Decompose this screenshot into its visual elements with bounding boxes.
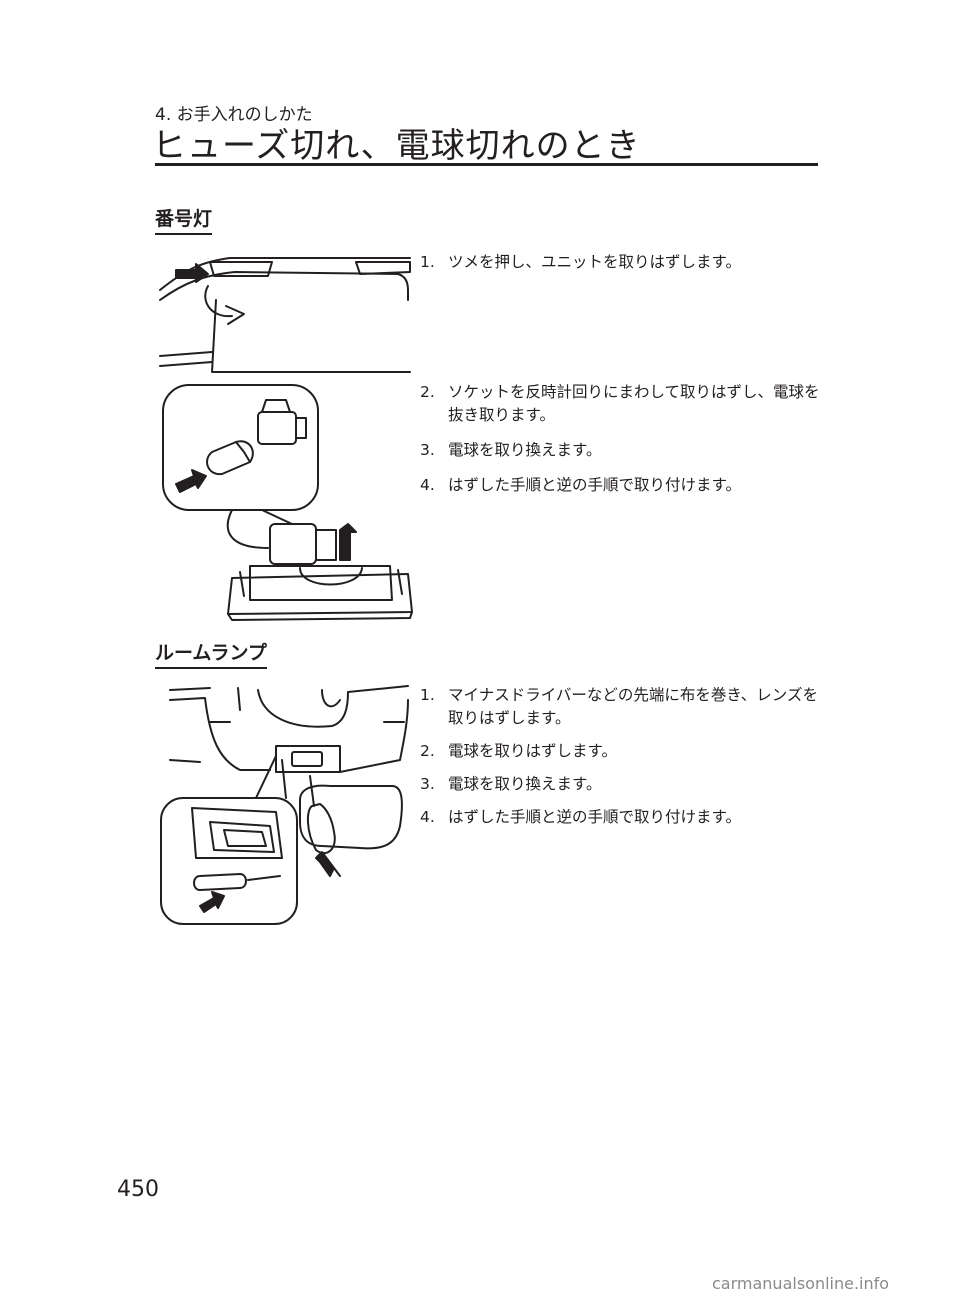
watermark: carmanualsonline.info xyxy=(712,1274,890,1293)
step-text: ツメを押し、ユニットを取りはずします。 xyxy=(448,253,741,271)
step-number: 4. xyxy=(420,476,435,494)
license-lamp-steps: 2. ソケットを反時計回りにまわして取りはずし、電球を抜き取ります。 3. 電球を取… xyxy=(420,381,820,509)
license-lamp-steps-top: 1. ツメを押し、ユニットを取りはずします。 xyxy=(420,251,820,286)
step-text: 電球を取り換えます。 xyxy=(448,775,602,793)
page-number: 450 xyxy=(117,1177,159,1202)
step-text: はずした手順と逆の手順で取り付けます。 xyxy=(448,808,741,826)
room-lamp-steps: 1. マイナスドライバーなどの先端に布を巻き、レンズを取りはずします。 2. 電球を… xyxy=(420,684,820,839)
step-item: 4. はずした手順と逆の手順で取り付けます。 xyxy=(420,806,820,829)
step-item: 3. 電球を取り換えます。 xyxy=(420,773,820,796)
step-item: 2. ソケットを反時計回りにまわして取りはずし、電球を抜き取ります。 xyxy=(420,381,820,427)
step-item: 2. 電球を取りはずします。 xyxy=(420,740,820,763)
step-text: 電球を取り換えます。 xyxy=(448,441,602,459)
page-title: ヒューズ切れ、電球切れのとき xyxy=(152,126,641,166)
step-number: 2. xyxy=(420,742,435,760)
step-number: 4. xyxy=(420,808,435,826)
step-number: 3. xyxy=(420,775,435,793)
step-text: はずした手順と逆の手順で取り付けます。 xyxy=(448,476,741,494)
step-item: 3. 電球を取り換えます。 xyxy=(420,439,820,462)
chapter-label: 4. お手入れのしかた xyxy=(155,105,313,125)
step-text: 電球を取りはずします。 xyxy=(448,742,617,760)
step-number: 2. xyxy=(420,383,435,401)
step-text: ソケットを反時計回りにまわして取りはずし、電球を抜き取ります。 xyxy=(448,383,820,424)
section-heading-license-lamp: 番号灯 xyxy=(155,207,213,235)
step-number: 1. xyxy=(420,253,435,271)
step-number: 3. xyxy=(420,441,435,459)
step-item: 1. マイナスドライバーなどの先端に布を巻き、レンズを取りはずします。 xyxy=(420,684,820,730)
step-item: 4. はずした手順と逆の手順で取り付けます。 xyxy=(420,474,820,497)
title-rule xyxy=(155,163,818,166)
step-text: マイナスドライバーなどの先端に布を巻き、レンズを取りはずします。 xyxy=(448,686,818,727)
step-item: 1. ツメを押し、ユニットを取りはずします。 xyxy=(420,251,820,274)
step-number: 1. xyxy=(420,686,435,704)
section-heading-room-lamp: ルームランプ xyxy=(155,641,267,669)
